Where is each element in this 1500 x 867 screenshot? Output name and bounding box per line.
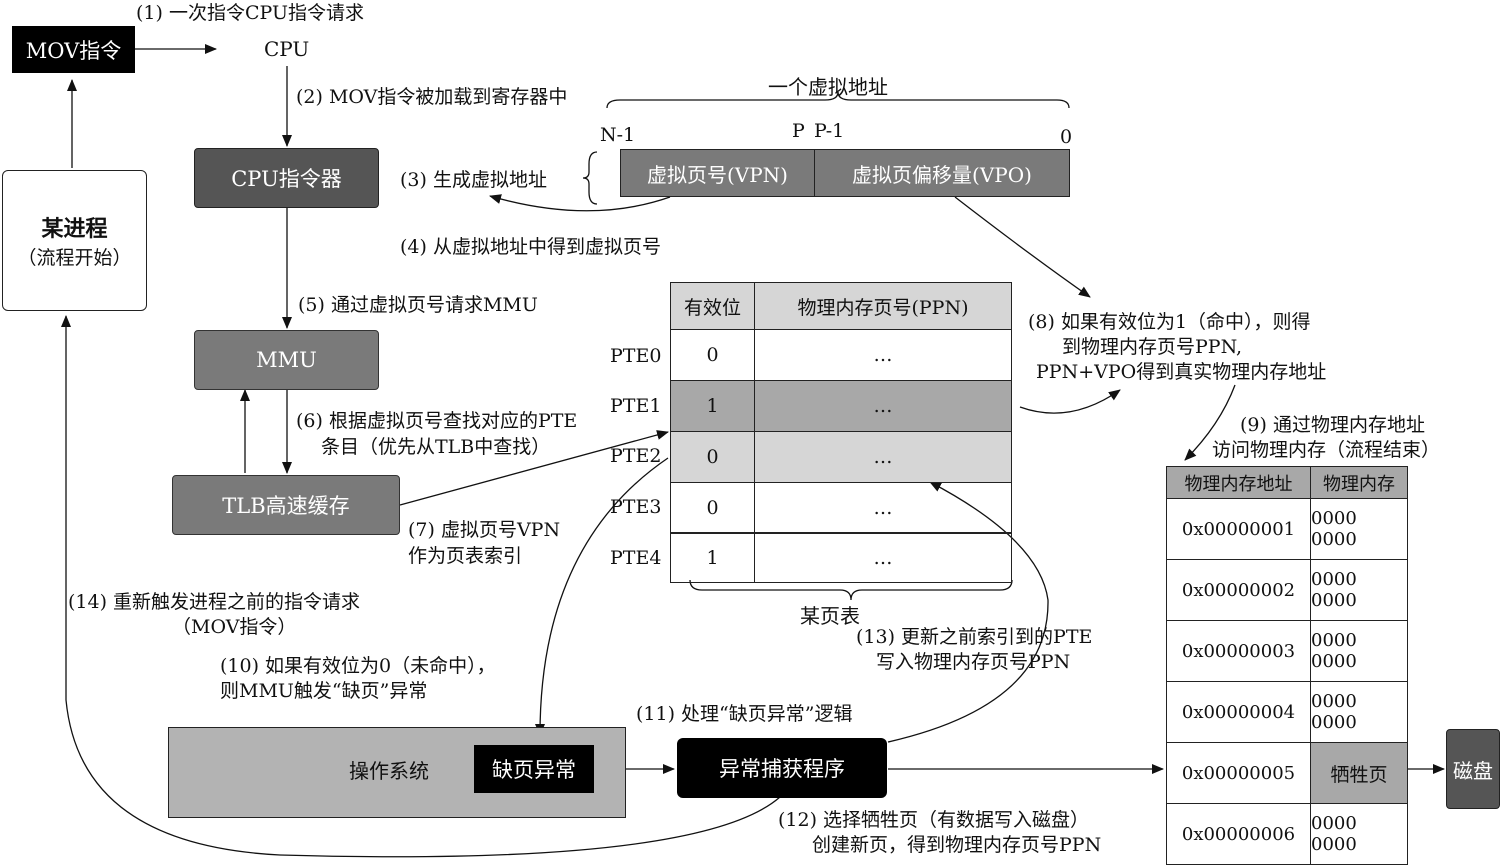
pte-valid-cell: 0	[670, 329, 755, 381]
step-7-label-line1: (7) 虚拟页号VPN	[408, 519, 561, 541]
bit-0: 0	[1060, 126, 1073, 148]
cpu-label: CPU	[264, 37, 310, 61]
pte-label: PTE2	[610, 445, 662, 467]
victim-page-cell: 牺牲页	[1310, 742, 1408, 804]
page-table-caption: 某页表	[800, 604, 860, 628]
disk-label: 磁盘	[1453, 758, 1493, 783]
step-9-label-line1: (9) 通过物理内存地址	[1240, 414, 1425, 436]
pt-header-valid: 有效位	[670, 282, 755, 330]
mov-instruction-box: MOV指令	[12, 26, 135, 73]
step-9-label-line2: 访问物理内存（流程结束）	[1212, 439, 1441, 461]
step-13-label-line1: (13) 更新之前索引到的PTE	[856, 626, 1093, 648]
mem-addr-cell: 0x00000005	[1166, 742, 1311, 804]
mem-header-addr: 物理内存地址	[1166, 466, 1311, 499]
bit-p-minus-1: P-1	[814, 120, 845, 142]
step-3-label: (3) 生成虚拟地址	[400, 169, 547, 191]
os-box: 操作系统	[168, 727, 626, 818]
pte-ppn-cell: …	[754, 431, 1012, 483]
cpu-decoder-box: CPU指令器	[194, 148, 379, 208]
process-title: 某进程	[41, 216, 108, 242]
process-box: 某进程 （流程开始）	[2, 170, 147, 311]
vpo-field: 虚拟页偏移量(VPO)	[814, 149, 1070, 197]
tlb-box: TLB高速缓存	[172, 475, 400, 535]
mem-data-cell: 0000 0000	[1310, 559, 1408, 621]
step-13-label-line2: 写入物理内存页号PPN	[876, 651, 1071, 673]
mem-data-cell: 0000 0000	[1310, 681, 1408, 743]
mem-addr-cell: 0x00000002	[1166, 559, 1311, 621]
vpn-field: 虚拟页号(VPN)	[620, 149, 815, 197]
pte-valid-cell: 1	[670, 532, 755, 583]
os-label: 操作系统	[349, 759, 429, 783]
mem-data-cell: 0000 0000	[1310, 803, 1408, 865]
mem-addr-cell: 0x00000001	[1166, 498, 1311, 560]
pt-header-ppn: 物理内存页号(PPN)	[754, 282, 1012, 330]
step-10-label-line1: (10) 如果有效位为0（未命中），	[220, 655, 496, 677]
page-fault-box: 缺页异常	[474, 745, 594, 793]
exception-handler-box: 异常捕获程序	[677, 738, 887, 798]
pte-ppn-cell: …	[754, 329, 1012, 381]
mem-data-cell: 0000 0000	[1310, 498, 1408, 560]
step-1-label: (1) 一次指令CPU指令请求	[136, 2, 364, 24]
step-14-label-line1: (14) 重新触发进程之前的指令请求	[68, 591, 361, 613]
step-7-label-line2: 作为页表索引	[408, 545, 523, 567]
step-5-label: (5) 通过虚拟页号请求MMU	[298, 294, 538, 316]
pte-label: PTE3	[610, 496, 662, 518]
step-2-label: (2) MOV指令被加载到寄存器中	[296, 86, 568, 108]
vpn-label: 虚拟页号(VPN)	[646, 162, 788, 187]
mov-label: MOV指令	[25, 38, 122, 63]
pte-valid-cell: 1	[670, 380, 755, 432]
step-8-label-line3: PPN+VPO得到真实物理内存地址	[1036, 361, 1327, 383]
pte-label: PTE4	[610, 547, 662, 569]
pte-label: PTE1	[610, 395, 662, 417]
step-11-label: (11) 处理“缺页异常”逻辑	[636, 703, 853, 725]
page-fault-label: 缺页异常	[492, 758, 576, 782]
pte-ppn-cell: …	[754, 532, 1012, 583]
pte-ppn-cell: …	[754, 380, 1012, 432]
mem-addr-cell: 0x00000006	[1166, 803, 1311, 865]
mmu-label: MMU	[256, 348, 317, 372]
process-subtitle: （流程开始）	[17, 247, 132, 269]
bit-n-minus-1: N-1	[600, 124, 636, 146]
mem-addr-cell: 0x00000003	[1166, 620, 1311, 682]
mem-addr-cell: 0x00000004	[1166, 681, 1311, 743]
exception-handler-label: 异常捕获程序	[719, 757, 845, 781]
pte-label: PTE0	[610, 345, 662, 367]
step-12-label-line2: 创建新页，得到物理内存页号PPN	[812, 834, 1102, 856]
step-10-label-line2: 则MMU触发“缺页”异常	[220, 680, 428, 702]
step-4-label: (4) 从虚拟地址中得到虚拟页号	[400, 236, 661, 258]
vpo-label: 虚拟页偏移量(VPO)	[852, 162, 1032, 187]
disk-box: 磁盘	[1446, 729, 1500, 809]
virtual-address-title: 一个虚拟地址	[768, 75, 888, 99]
step-6-label-line1: (6) 根据虚拟页号查找对应的PTE	[296, 410, 578, 432]
cpu-decoder-label: CPU指令器	[231, 167, 342, 191]
bit-p: P	[792, 120, 805, 142]
mem-data-cell: 0000 0000	[1310, 620, 1408, 682]
step-8-label-line1: (8) 如果有效位为1（命中），则得	[1028, 311, 1311, 333]
step-6-label-line2: 条目（优先从TLB中查找）	[321, 436, 551, 458]
step-12-label-line1: (12) 选择牺牲页（有数据写入磁盘）	[778, 809, 1090, 831]
pte-ppn-cell: …	[754, 482, 1012, 534]
step-8-label-line2: 到物理内存页号PPN,	[1062, 336, 1243, 358]
tlb-label: TLB高速缓存	[222, 494, 350, 518]
step-14-label-line2: （MOV指令）	[172, 616, 297, 638]
pte-valid-cell: 0	[670, 482, 755, 534]
mmu-box: MMU	[194, 330, 379, 390]
pte-valid-cell: 0	[670, 431, 755, 483]
mem-header-data: 物理内存	[1310, 466, 1408, 499]
